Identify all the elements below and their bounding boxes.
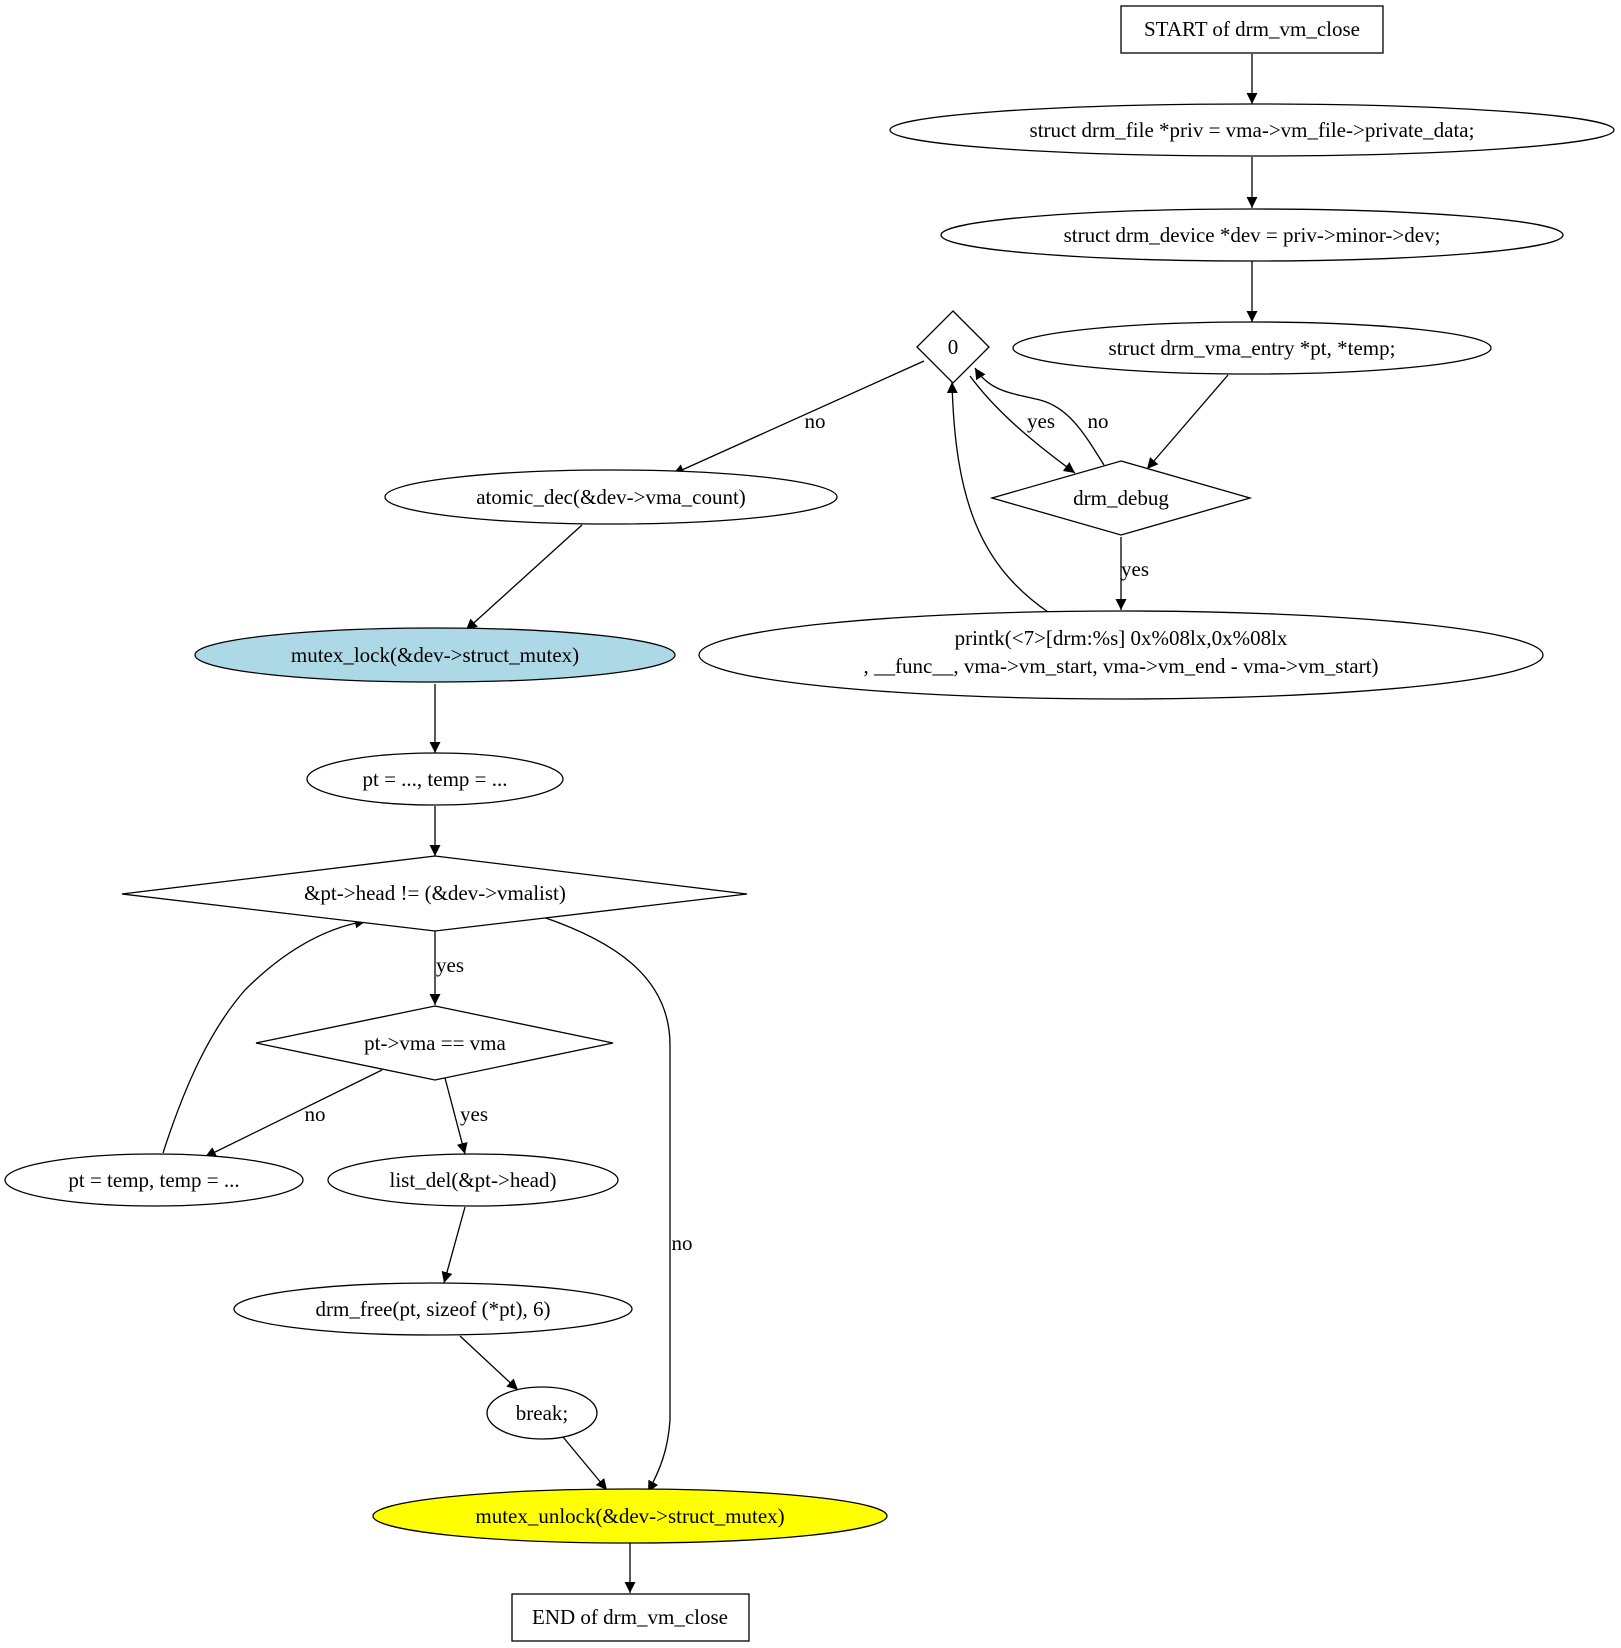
- node-listdel: list_del(&pt->head): [327, 1153, 619, 1207]
- node-ptinit: pt = ..., temp = ...: [306, 752, 564, 806]
- node-ptinit-shape: [306, 752, 564, 806]
- node-ptinit-label: pt = ..., temp = ...: [362, 767, 507, 791]
- node-ptdecl-label: struct drm_vma_entry *pt, *temp;: [1109, 336, 1396, 360]
- node-priv-label: struct drm_file *priv = vma->vm_file->pr…: [1030, 118, 1475, 142]
- node-end-shape: [511, 1593, 750, 1642]
- node-priv: struct drm_file *priv = vma->vm_file->pr…: [889, 103, 1615, 157]
- edge-zero-atomic: [672, 360, 925, 475]
- edge-debug-zero: [974, 367, 1105, 466]
- edge-atomic-lock: [465, 524, 583, 631]
- edge-ptdecl-debug: [1146, 374, 1229, 470]
- node-ptdecl-shape: [1012, 321, 1492, 375]
- node-free-shape: [233, 1282, 633, 1336]
- node-atomic-label: atomic_dec(&dev->vma_count): [476, 485, 746, 509]
- label-ptvma-listdel: yes: [460, 1102, 488, 1126]
- edge-printk-zero: [946, 381, 1049, 613]
- label-debug-zero: no: [1088, 409, 1109, 433]
- node-ptvma-shape: [255, 1005, 614, 1081]
- edge-ptvma-ptnext: [204, 1069, 383, 1158]
- label-loop-ptvma: yes: [436, 953, 464, 977]
- node-loop-label: &pt->head != (&dev->vmalist): [304, 881, 566, 905]
- node-lock-label: mutex_lock(&dev->struct_mutex): [291, 643, 579, 667]
- node-start-shape: [1120, 5, 1384, 54]
- node-printk: printk(<7>[drm:%s] 0x%08lx,0x%08lx , __f…: [698, 610, 1544, 700]
- edge-ptvma-listdel: [444, 1077, 468, 1155]
- node-ptvma: pt->vma == vma: [255, 1005, 614, 1081]
- label-ptvma-ptnext: no: [305, 1102, 326, 1126]
- node-unlock-shape: [372, 1488, 888, 1544]
- edge-listdel-free: [441, 1206, 466, 1284]
- node-lock: mutex_lock(&dev->struct_mutex): [194, 627, 676, 683]
- node-unlock: mutex_unlock(&dev->struct_mutex): [372, 1488, 888, 1544]
- edge-ptnext-loop: [162, 917, 367, 1154]
- edge-brk-unlock: [562, 1436, 608, 1491]
- node-zero: 0: [916, 310, 990, 384]
- node-dev-label: struct drm_device *dev = priv->minor->de…: [1064, 223, 1441, 247]
- nodes: START of drm_vm_close struct drm_file *p…: [4, 5, 1615, 1642]
- node-brk-shape: [486, 1386, 598, 1440]
- edge-zero-debug: [969, 375, 1076, 474]
- node-listdel-label: list_del(&pt->head): [390, 1168, 557, 1192]
- node-end-label: END of drm_vm_close: [532, 1605, 728, 1629]
- node-printk-label-line1: printk(<7>[drm:%s] 0x%08lx,0x%08lx: [955, 626, 1288, 650]
- label-zero-atomic: no: [805, 409, 826, 433]
- node-atomic-shape: [384, 469, 838, 525]
- node-loop: &pt->head != (&dev->vmalist): [121, 855, 748, 932]
- node-ptnext-label: pt = temp, temp = ...: [68, 1168, 239, 1192]
- node-atomic: atomic_dec(&dev->vma_count): [384, 469, 838, 525]
- node-end: END of drm_vm_close: [511, 1593, 750, 1642]
- node-brk-label: break;: [516, 1401, 568, 1425]
- node-debug-shape: [989, 460, 1253, 536]
- node-zero-label: 0: [948, 335, 959, 359]
- node-priv-shape: [889, 103, 1615, 157]
- label-debug-printk: yes: [1121, 557, 1149, 581]
- edge-loop-unlock: [542, 916, 671, 1493]
- node-free-label: drm_free(pt, sizeof (*pt), 6): [316, 1297, 551, 1321]
- node-ptnext-shape: [4, 1153, 304, 1207]
- edges: [162, 54, 1258, 1593]
- node-listdel-shape: [327, 1153, 619, 1207]
- node-brk: break;: [486, 1386, 598, 1440]
- node-debug: drm_debug: [989, 460, 1253, 536]
- edge-labels: no yes no yes yes no no yes: [305, 409, 1150, 1255]
- node-ptvma-label: pt->vma == vma: [364, 1031, 506, 1055]
- label-zero-debug: yes: [1027, 409, 1055, 433]
- node-dev: struct drm_device *dev = priv->minor->de…: [940, 208, 1564, 262]
- node-ptdecl: struct drm_vma_entry *pt, *temp;: [1012, 321, 1492, 375]
- edge-free-brk: [459, 1335, 519, 1391]
- node-dev-shape: [940, 208, 1564, 262]
- node-debug-label: drm_debug: [1073, 486, 1169, 510]
- node-printk-label-line2: , __func__, vma->vm_start, vma->vm_end -…: [864, 654, 1379, 678]
- node-lock-shape: [194, 627, 676, 683]
- node-printk-shape: [698, 610, 1544, 700]
- node-start: START of drm_vm_close: [1120, 5, 1384, 54]
- node-start-label: START of drm_vm_close: [1144, 17, 1360, 41]
- node-ptnext: pt = temp, temp = ...: [4, 1153, 304, 1207]
- node-zero-shape: [916, 310, 990, 384]
- node-free: drm_free(pt, sizeof (*pt), 6): [233, 1282, 633, 1336]
- node-loop-shape: [121, 855, 748, 932]
- label-loop-unlock: no: [672, 1231, 693, 1255]
- node-unlock-label: mutex_unlock(&dev->struct_mutex): [475, 1504, 784, 1528]
